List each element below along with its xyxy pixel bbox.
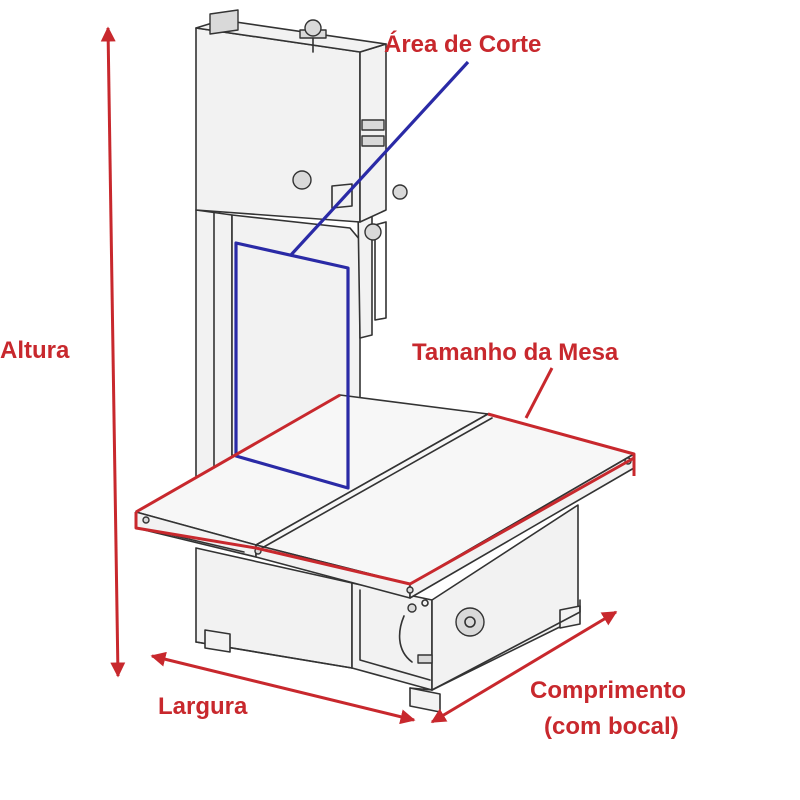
- height-label: Altura: [0, 337, 70, 364]
- width-label: Largura: [158, 693, 248, 720]
- adjust-knob-icon: [292, 170, 312, 190]
- cut-area-leader-line: [288, 60, 470, 258]
- hinge-icon: [361, 119, 385, 131]
- length-note-label: (com bocal): [544, 713, 679, 740]
- tension-knob-icon: [304, 19, 322, 37]
- motor-knob-icon: [455, 607, 485, 637]
- height-arrow: [100, 26, 126, 678]
- table-size-outline: [134, 367, 636, 586]
- width-arrow: [150, 651, 416, 725]
- table-size-label: Tamanho da Mesa: [412, 339, 619, 366]
- cut-area-label: Área de Corte: [384, 30, 541, 58]
- switch-icon: [407, 603, 417, 613]
- cut-area-outline: [234, 60, 470, 490]
- table-size-leader-line: [524, 367, 554, 419]
- length-label: Comprimento: [530, 677, 686, 704]
- length-arrow: [430, 610, 618, 724]
- upper-housing: [195, 9, 408, 241]
- work-table: [135, 394, 635, 599]
